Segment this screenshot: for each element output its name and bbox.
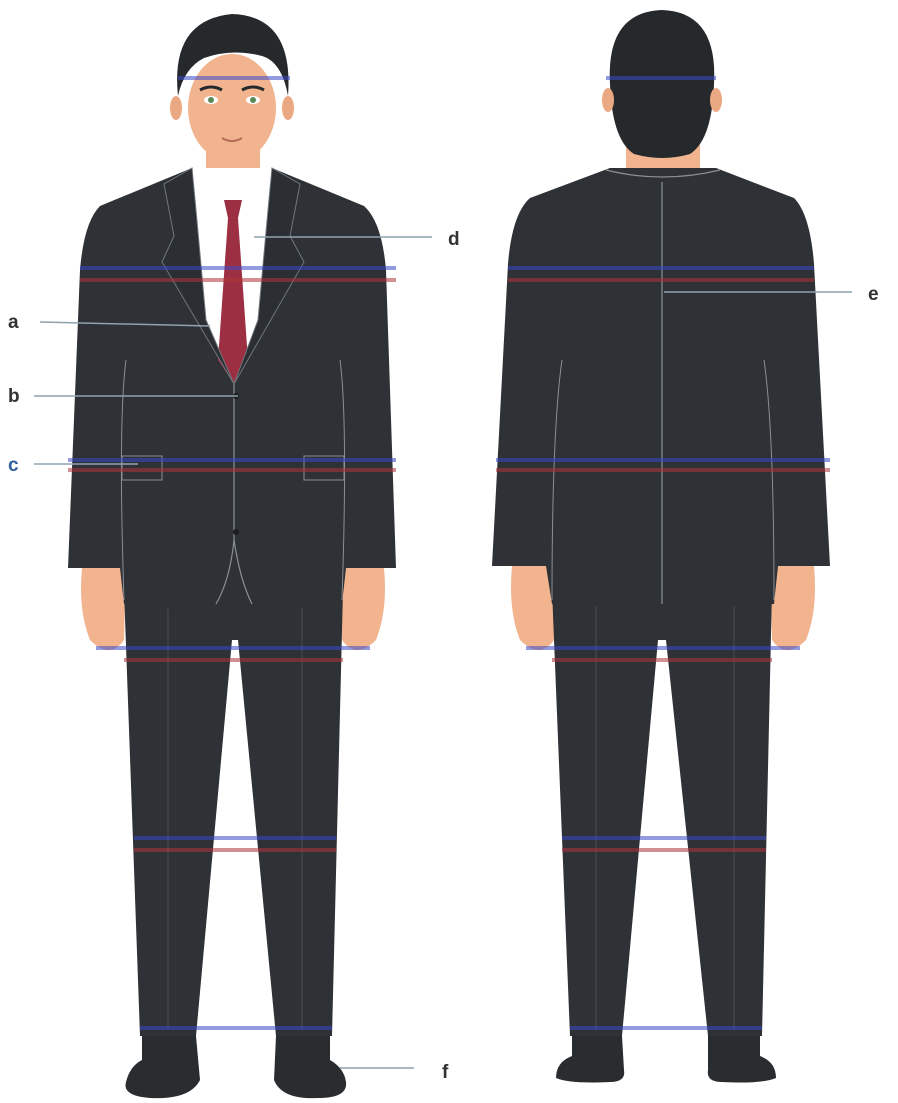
front-button-bottom bbox=[233, 529, 239, 535]
front-right-shoe bbox=[274, 1036, 346, 1098]
front-left-hand bbox=[81, 568, 126, 650]
callout-label-c: c bbox=[8, 455, 19, 476]
callout-label-d: d bbox=[448, 229, 460, 250]
front-left-shoe bbox=[126, 1036, 201, 1098]
back-right-hand bbox=[770, 566, 815, 650]
back-right-shoe bbox=[708, 1036, 776, 1083]
front-right-hand bbox=[340, 568, 385, 650]
callout-label-b: b bbox=[8, 386, 20, 407]
front-trousers bbox=[124, 590, 343, 1036]
callout-label-a: a bbox=[8, 312, 19, 333]
front-face bbox=[188, 54, 276, 162]
callout-label-e: e bbox=[868, 284, 879, 305]
back-jacket bbox=[492, 168, 830, 608]
back-trousers bbox=[552, 590, 772, 1036]
callout-label-f: f bbox=[442, 1062, 449, 1083]
back-head bbox=[610, 10, 715, 158]
back-left-shoe bbox=[556, 1036, 624, 1083]
front-view-figure bbox=[68, 14, 396, 1098]
back-view-figure bbox=[492, 10, 830, 1083]
